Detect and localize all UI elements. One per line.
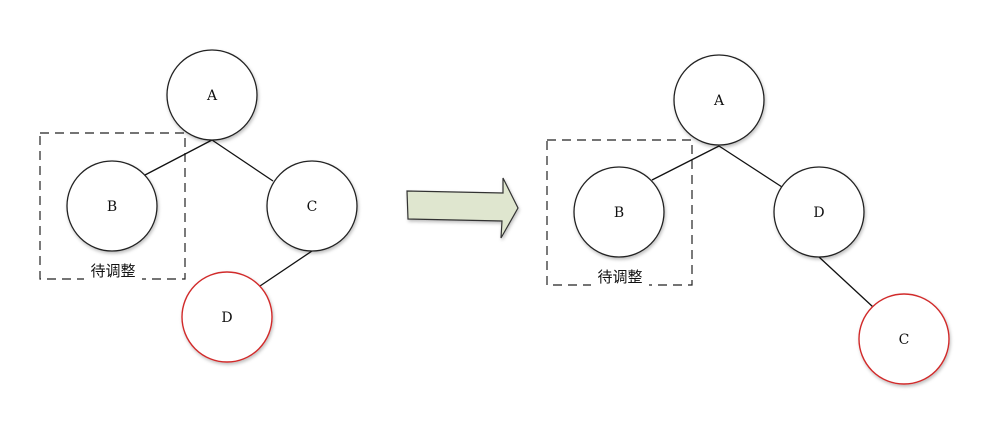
pending-adjust-label: 待调整 [90, 262, 135, 280]
svg-text:C: C [899, 332, 910, 348]
node-d: D [773, 166, 865, 258]
svg-text:D: D [221, 310, 232, 326]
edge-a-b [144, 139, 213, 176]
right-arrow-icon [406, 177, 519, 239]
node-a: A [166, 49, 258, 141]
node-c: C [266, 160, 358, 252]
before-tree: A B C D 待调整 [39, 49, 358, 363]
after-tree: A B D C 待调整 [546, 54, 950, 385]
node-d-highlighted: D [181, 271, 273, 363]
pending-adjust-label: 待调整 [597, 268, 642, 286]
node-b: B [66, 160, 158, 252]
svg-text:C: C [307, 199, 318, 215]
svg-text:B: B [107, 199, 117, 215]
edge-a-c [211, 139, 274, 182]
node-b: B [573, 166, 665, 258]
edge-a-b [651, 145, 720, 181]
edge-d-c [818, 256, 874, 308]
svg-text:A: A [713, 93, 725, 109]
node-a: A [673, 54, 765, 146]
node-c-highlighted: C [858, 293, 950, 385]
svg-text:D: D [813, 205, 824, 221]
svg-text:B: B [614, 205, 624, 221]
edge-c-d [259, 250, 313, 287]
svg-text:A: A [206, 88, 218, 104]
edge-a-d [718, 145, 783, 188]
